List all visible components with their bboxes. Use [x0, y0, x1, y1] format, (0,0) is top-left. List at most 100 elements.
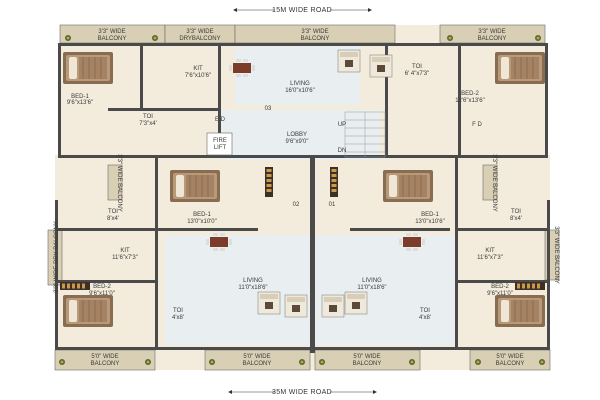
lobby-name: LOBBY	[287, 132, 307, 138]
plant-icon	[539, 359, 545, 365]
floor-area	[55, 25, 550, 370]
plant-icon	[475, 359, 481, 365]
plant-icon	[409, 359, 415, 365]
tc-balcony-name: 3'3" WIDE	[301, 29, 328, 35]
l-sofa	[257, 291, 281, 315]
r-bed1-name: BED-1	[421, 212, 439, 218]
top-road-text: 15M WIDE ROAD	[272, 7, 332, 14]
top-road-label: 15M WIDE ROAD	[233, 7, 372, 14]
r-kit-size: 11'6"x7'3"	[477, 255, 503, 261]
r-toi2-size: 4'x8'	[419, 315, 431, 321]
dn-label: DN	[338, 148, 347, 154]
r-sofa	[321, 294, 345, 318]
right-vert-balcony-label: 3'3" WIDE BALCONY	[491, 154, 497, 212]
unit-01-label: 01	[329, 202, 336, 208]
r-kit-name: KIT	[485, 248, 495, 254]
r-wardrobe	[330, 167, 338, 197]
right-vert-balcony	[482, 164, 498, 201]
l-living-name: LIVING	[243, 278, 263, 284]
plant-icon	[319, 359, 325, 365]
r-bed2-name: BED-2	[491, 284, 509, 290]
tl-toi-name: TOI	[143, 114, 153, 120]
tl-dry-balcony-name: 3'3" WIDE	[186, 29, 213, 35]
bc1-balcony	[204, 349, 311, 371]
r-toi-size: 8'x4'	[510, 216, 522, 222]
l-toi-size: 8'x4'	[107, 216, 119, 222]
r-bed2-size: 9'6"x11'0"	[487, 291, 513, 297]
l-bed2-size: 9'6"x11'0"	[89, 291, 115, 297]
bl-balcony-sub: BALCONY	[91, 361, 120, 367]
right-vert-balcony-2-label: 3'3" WIDE BALCONY	[553, 226, 559, 284]
bc2-balcony-name: 5'0" WIDE	[353, 354, 380, 360]
r-bed1-size: 13'0"x10'6"	[415, 219, 445, 225]
l-living-size: 11'0"x18'6"	[238, 285, 267, 291]
tl-kit-size: 7'6"x10'6"	[185, 73, 211, 79]
tr-toi-name: TOI	[412, 64, 422, 70]
r-sofa-2	[344, 291, 368, 315]
unit-03-label: 03	[265, 106, 272, 112]
plant-icon	[59, 359, 65, 365]
left-dry-balcony-label: 3'3" WIDE DRY BALCONY	[54, 221, 60, 293]
l-bed2-name: BED-2	[93, 284, 111, 290]
r-toi2-name: TOI	[420, 308, 430, 314]
up-label: UP	[338, 122, 346, 128]
tr-balcony-name: 3'3" WIDE	[478, 29, 505, 35]
tl-balcony-sub: BALCONY	[98, 36, 127, 42]
br-balcony-name: 5'0" WIDE	[496, 354, 523, 360]
tl-bed1-name: BED-1	[71, 94, 89, 100]
tl-kit-name: KIT	[193, 66, 203, 72]
bl-balcony	[54, 349, 156, 371]
plant-icon	[535, 35, 541, 41]
l-bed2-wardrobe	[60, 282, 90, 290]
l-bed1-size: 13'0"x10'0"	[187, 219, 217, 225]
l-toi2-size: 4'x8'	[172, 315, 184, 321]
tr-balcony-sub: BALCONY	[478, 36, 507, 42]
fire-lift-sub: LIFT	[214, 145, 227, 151]
l-bed1-name: BED-1	[193, 212, 211, 218]
fire-lift-name: FIRE	[213, 138, 227, 144]
bc2-balcony-sub: BALCONY	[353, 361, 382, 367]
l-toi-name: TOI	[108, 209, 118, 215]
r-bed2-furniture	[494, 294, 546, 328]
br-balcony-sub: BALCONY	[496, 361, 525, 367]
l-bed2-furniture	[62, 294, 114, 328]
plant-icon	[65, 35, 71, 41]
tl-bed-furniture	[62, 51, 114, 85]
l-kit-size: 11'6"x7'3"	[112, 255, 138, 261]
unit-02-label: 02	[293, 202, 300, 208]
br-balcony	[469, 349, 551, 371]
tl-sofa-2	[369, 54, 393, 78]
bottom-road-label: 35M WIDE ROAD	[228, 389, 377, 396]
tl-toi-size: 7'3"x4'	[139, 121, 156, 127]
plant-icon	[299, 359, 305, 365]
tr-toi-size: 6' 4"x7'3"	[405, 71, 430, 77]
l-bed1-furniture	[169, 169, 221, 203]
fire-lift-shaft	[206, 132, 233, 156]
walls	[55, 43, 550, 353]
left-vert-balcony-label: 3'3" WIDE BALCONY	[116, 154, 122, 212]
lobby-size: 9'6"x9'0"	[286, 139, 309, 145]
tc-balcony-sub: BALCONY	[301, 36, 330, 42]
ed-label: E D	[215, 117, 226, 123]
r-bed1-furniture	[382, 169, 434, 203]
plant-icon	[209, 359, 215, 365]
plant-icon	[447, 35, 453, 41]
fd-label: F D	[472, 122, 482, 128]
left-vert-balcony	[107, 164, 123, 201]
tr-bed2-size: 12'6"x13'6"	[455, 98, 485, 104]
stairs	[344, 111, 386, 158]
l-toi2-name: TOI	[173, 308, 183, 314]
bl-balcony-name: 5'0" WIDE	[91, 354, 118, 360]
r-living-name: LIVING	[362, 278, 382, 284]
l-sofa-2	[284, 294, 308, 318]
tl-bed1-size: 9'6"x13'6"	[67, 100, 93, 106]
bottom-road-text: 35M WIDE ROAD	[272, 389, 332, 396]
l-wardrobe	[265, 167, 273, 197]
plant-icon	[145, 359, 151, 365]
bc2-balcony	[314, 349, 421, 371]
plant-icon	[152, 35, 158, 41]
tl-dry-balcony-sub: DRYBALCONY	[179, 36, 220, 42]
r-bed2-wardrobe	[515, 282, 545, 290]
tr-bed-furniture	[494, 51, 546, 85]
